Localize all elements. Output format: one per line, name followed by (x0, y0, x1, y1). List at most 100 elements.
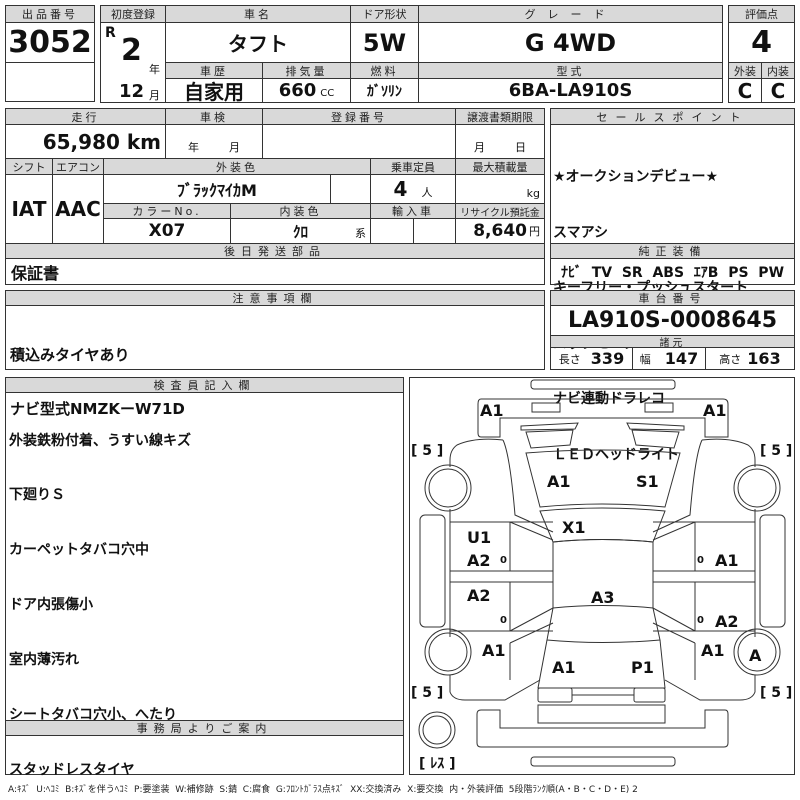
tire-rear-right (733, 628, 781, 676)
width-label: 幅 (639, 352, 651, 366)
front-lamp-left (531, 402, 561, 413)
mark-roof: A3 (591, 588, 615, 607)
right-doors (653, 521, 756, 632)
mark-left-rear-door: A2 (467, 586, 491, 605)
inspection-month-unit: 月 (229, 141, 240, 154)
import-blank-2 (413, 218, 456, 244)
lot-label: 出品番号 (5, 5, 95, 23)
mark-right-rear-door: A2 (715, 612, 739, 631)
recycle-label: リサイクル預託金 (455, 203, 545, 219)
displacement: 660 (278, 80, 317, 101)
notes: 積込みタイヤあり ナビ型式NMZKーW71D (5, 305, 545, 418)
sales-point: ★オークションデビュー★ (553, 169, 719, 185)
load-label: 最大積載量 (455, 158, 545, 175)
cc-cell: 660 CC (262, 78, 351, 103)
windshield (539, 507, 666, 543)
sales-point: スマアシ (553, 224, 609, 241)
tire-rear-right-depth: [ 5 ] (760, 685, 792, 701)
grade-label: グレード (418, 5, 723, 23)
shift-label: シフト (5, 158, 53, 175)
chassis-label: 車台番号 (550, 290, 795, 306)
interior-label: 内装 (761, 62, 795, 79)
history-label: 車歴 (165, 62, 263, 79)
rear-lamp-left (537, 687, 573, 703)
cc-label: 排気量 (262, 62, 351, 79)
damage-diagram: A1 A1 A1 S1 X1 U1 A2 A1 A2 A3 A2 A1 A1 A… (411, 379, 792, 772)
mark-hood-left: A1 (547, 472, 571, 491)
front-bumper (477, 398, 729, 438)
left-doors (449, 521, 553, 632)
tire-rear-left-depth: [ 5 ] (411, 685, 443, 701)
inspector-notes: 外装鉄粉付着、うすい線キズ 下廻りＳ カーペットタバコ穴中 ドア内張傷小 室内薄… (9, 395, 191, 800)
mark-right-rear-wheel: A (749, 646, 762, 665)
equipment-label: 純正装備 (550, 243, 795, 259)
tire-front-right (733, 464, 781, 512)
month-unit: 月 (149, 89, 160, 102)
model-code: 6BA-LA910S (418, 78, 723, 103)
score-label: 評価点 (728, 5, 795, 23)
seats-unit: 人 (421, 186, 433, 199)
grade: G 4WD (418, 22, 723, 63)
mark-trunk-left: A1 (552, 658, 576, 677)
year-unit: 年 (149, 63, 160, 76)
recycle-cell: 8,640 円 (455, 218, 545, 244)
reg-year: 2 (121, 33, 142, 68)
mark-hood-right: S1 (636, 472, 659, 491)
mark-left-quarter: A1 (482, 641, 506, 660)
inspection-label: 車検 (165, 108, 263, 125)
inspector-line: 外装鉄粉付着、うすい線キズ (9, 432, 191, 449)
headlight-right (626, 422, 685, 449)
interior-color: ｸﾛ (292, 222, 308, 241)
interior-grade: C (761, 78, 795, 103)
inspection-year-unit: 年 (188, 141, 199, 154)
width: 147 (664, 349, 699, 368)
chassis-number: LA910S-0008645 (550, 305, 795, 336)
plate-number (262, 124, 456, 159)
trunk (537, 639, 666, 689)
color-label: 外装色 (103, 158, 371, 175)
exterior-label: 外装 (728, 62, 762, 79)
door-type: 5W (350, 22, 419, 63)
interior-color-unit: 系 (355, 227, 366, 240)
recycle-unit: 円 (529, 225, 540, 238)
spare-wheel (422, 715, 452, 745)
wheel-rear-right (737, 632, 777, 672)
wheel-rear-left (428, 632, 468, 672)
color-number: X07 (103, 218, 231, 244)
sales-points-label: セールスポイント (550, 108, 795, 125)
fuel: ｶﾞｿﾘﾝ (350, 78, 419, 103)
length-label: 長さ (558, 352, 581, 366)
mark-front-bumper-left: A1 (480, 401, 504, 420)
width-cell: 幅 147 (632, 347, 706, 370)
rear-lamp-right (633, 687, 666, 703)
door-label: ドア形状 (350, 5, 419, 23)
model-label: 型式 (418, 62, 723, 79)
mileage-label: 走行 (5, 108, 166, 125)
rear-bumper (476, 709, 729, 748)
deadline-day-unit: 日 (515, 141, 526, 154)
era: R (105, 25, 116, 41)
reg-month: 12 (119, 81, 145, 102)
inspector-line: スタッドレスタイヤ (9, 761, 135, 778)
wheel-front-right (737, 468, 777, 508)
inspector-line: カーペットタバコ穴中 (9, 542, 149, 559)
equipment: ﾅﾋﾞ TV SR ABS ｴｱB PS PW (550, 258, 795, 285)
rear-bar (530, 756, 676, 767)
notes-list: 積込みタイヤあり ナビ型式NMZKーW71D (10, 310, 185, 454)
mark-left-front-door-2: A2 (467, 551, 491, 570)
import-blank-1 (370, 218, 414, 244)
inspector-line: 下廻りＳ (9, 487, 65, 504)
spare-tire-label: [ ﾚｽ ] (419, 756, 456, 772)
mark-right-quarter: A1 (701, 641, 725, 660)
height: 163 (747, 349, 781, 368)
later-parts: 保証書 (5, 258, 545, 285)
shift: IAT (5, 174, 53, 244)
right-side-skirt (759, 514, 786, 628)
mark-trunk-right: P1 (631, 658, 654, 677)
mark-left-front-door-1: U1 (467, 528, 491, 547)
seats: 4 (393, 177, 408, 201)
height-label: 高さ (719, 352, 742, 366)
exterior-color: ﾌﾞﾗｯｸﾏｲｶM (103, 174, 331, 204)
sales-points: ★オークションデビュー★ スマアシ キーフリー・プッシュスタート バックモニター… (550, 124, 795, 463)
